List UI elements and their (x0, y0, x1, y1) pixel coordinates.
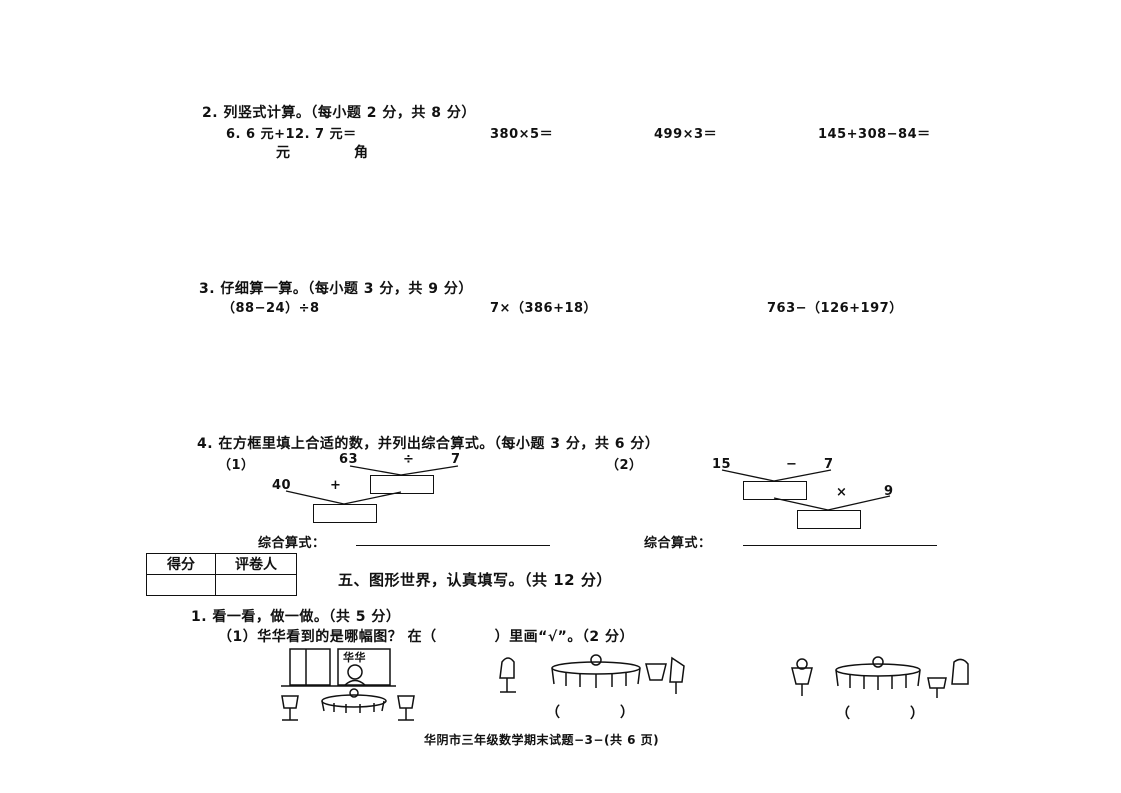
q4-p1-num-c: 40 (272, 478, 292, 493)
q2-item-3: 499×3＝ (654, 127, 718, 142)
section5-q1-sub: （1）华华看到的是哪幅图？ 在（ ）里画“√”。（2 分） (218, 629, 634, 645)
q4-p1-num-b: 7 (451, 452, 461, 467)
picture-option-3 (791, 656, 969, 698)
q4-p2-op1: − (786, 457, 798, 472)
q3-item-3: 763−（126+197） (767, 301, 903, 316)
page-footer: 华阴市三年级数学期末试题−3−(共 6 页) (424, 733, 660, 747)
q2-item-4: 145+308−84＝ (818, 127, 931, 142)
q4-p2-op2: × (836, 485, 848, 500)
score-header: 得分 (146, 553, 216, 575)
q4-p2-answer-box-2[interactable] (797, 510, 861, 529)
q2-title: 2. 列竖式计算。（每小题 2 分，共 8 分） (202, 105, 476, 121)
picture-option-2-paren-right: ） (620, 705, 635, 721)
picture-option-3-check-slot[interactable] (852, 704, 904, 718)
section5-title: 五、图形世界，认真填写。（共 12 分） (338, 571, 612, 589)
score-cell[interactable] (146, 574, 216, 596)
q4-p1-op2: + (330, 478, 342, 493)
q4-p2-answer-box-1[interactable] (743, 481, 807, 500)
q4-p1-answer-box-2[interactable] (313, 504, 377, 523)
score-table: 得分 评卷人 (146, 553, 297, 596)
picture-option-1 (281, 648, 415, 721)
q4-p1-op1: ÷ (403, 452, 415, 467)
q4-formula-label-1: 综合算式： (258, 536, 326, 551)
picture-option-2-check-slot[interactable] (562, 703, 614, 717)
q3-title: 3. 仔细算一算。（每小题 3 分，共 9 分） (199, 281, 473, 297)
q4-title: 4. 在方框里填上合适的数，并列出综合算式。（每小题 3 分，共 6 分） (197, 436, 660, 452)
picture-option-3-paren-left: （ (836, 706, 851, 722)
q4-formula-line-2[interactable] (743, 545, 937, 546)
q4-p2-num-c: 9 (884, 484, 894, 499)
q4-p1-num-a: 63 (339, 452, 359, 467)
q4-p1-label: （1） (218, 458, 255, 473)
section5-q1-title: 1. 看一看，做一做。（共 5 分） (191, 609, 401, 625)
picture-option-2 (499, 654, 685, 694)
picture-option-2-paren-left: （ (546, 705, 561, 721)
q4-formula-line-1[interactable] (356, 545, 550, 546)
q2-unit-jiao: 角 (354, 145, 369, 161)
picture-sign-text: 华华 (343, 651, 366, 664)
grader-header: 评卷人 (215, 553, 297, 575)
q2-unit-yuan: 元 (276, 145, 291, 161)
q4-p2-num-b: 7 (824, 457, 834, 472)
q3-item-1: （88−24）÷8 (222, 301, 320, 316)
grader-cell[interactable] (215, 574, 297, 596)
picture-option-3-paren-right: ） (910, 706, 925, 722)
q4-p2-num-a: 15 (712, 457, 732, 472)
q2-item-1: 6. 6 元+12. 7 元＝ (226, 127, 357, 142)
q3-item-2: 7×（386+18） (490, 301, 598, 316)
q2-item-2: 380×5＝ (490, 127, 554, 142)
q4-formula-label-2: 综合算式： (644, 536, 712, 551)
q4-p2-label: （2） (606, 458, 643, 473)
